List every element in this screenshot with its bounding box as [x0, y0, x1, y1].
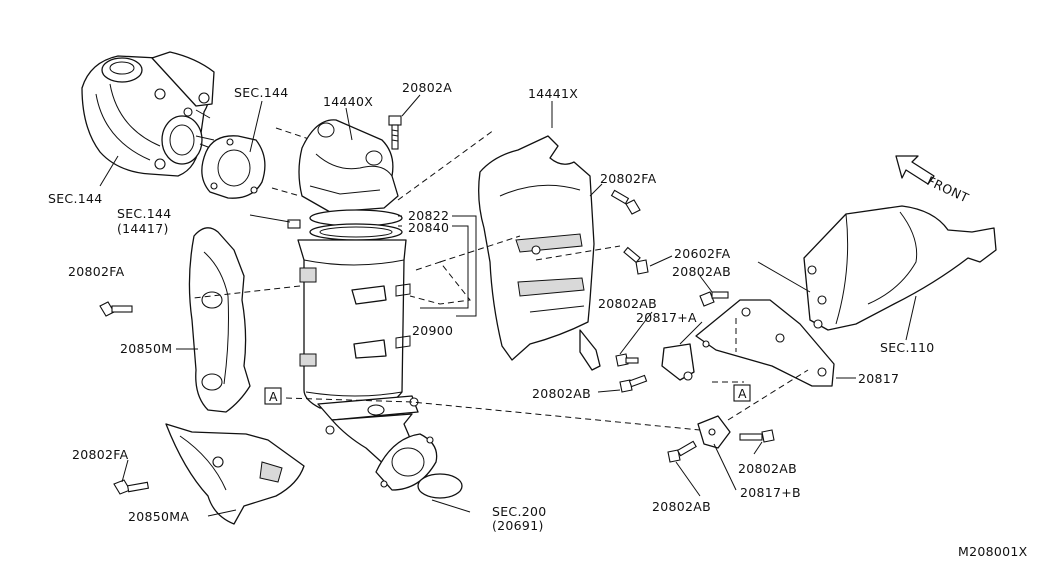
label-20850ma: 20850MA: [128, 509, 189, 524]
label-20602fa: 20602FA: [674, 246, 731, 261]
bracket-20817-a: [661, 343, 695, 381]
bolt-20802ab-mid: [615, 353, 639, 367]
label-sec144-gasket: SEC.144: [234, 85, 289, 100]
label-20802ab-bl: 20802AB: [532, 386, 591, 401]
label-20802ab-r3: 20802AB: [652, 499, 711, 514]
label-sec110: SEC.110: [880, 340, 935, 355]
heat-shield-20850ma: [165, 423, 305, 525]
manifold-flange-14440x: [298, 119, 399, 213]
label-20802a: 20802A: [402, 80, 452, 95]
label-20822: 20822: [408, 208, 449, 223]
label-20850m: 20850M: [120, 341, 172, 356]
label-sec144-stud: SEC.144: [117, 206, 172, 221]
bolt-20802fa-bottom: [113, 479, 150, 495]
bolt-20802a: [388, 115, 402, 150]
turbo-outlet-gasket: [201, 135, 266, 199]
label-sec200: SEC.200: [492, 504, 547, 519]
turbocharger-part: [81, 51, 217, 177]
label-20817b: 20817+B: [740, 485, 801, 500]
label-20802ab-r2: 20802AB: [738, 461, 797, 476]
label-20802ab-r1: 20802AB: [672, 264, 731, 279]
bolt-20602fa: [623, 246, 649, 275]
front-direction-arrow: [895, 155, 935, 185]
bolt-20802ab-bl: [619, 374, 648, 393]
label-20900: 20900: [412, 323, 453, 338]
label-front: FRONT: [925, 173, 971, 205]
reference-box-a-left: A: [264, 387, 282, 405]
bracket-20817: [695, 299, 835, 387]
reference-letter-right: A: [738, 386, 747, 401]
bracket-20817-b: [697, 415, 731, 449]
reference-box-a-right: A: [733, 384, 751, 402]
label-20817: 20817: [858, 371, 899, 386]
label-14441x: 14441X: [528, 86, 578, 101]
outlet-flange: [375, 433, 438, 491]
reference-letter-left: A: [269, 389, 278, 404]
label-20802fa-bottom: 20802FA: [72, 447, 129, 462]
bolt-20802ab-r3: [667, 440, 697, 463]
bolt-20802ab-r1: [699, 291, 729, 307]
stud-sec144-14417: [287, 219, 301, 229]
engine-block-sec110: [757, 205, 997, 331]
label-20817a: 20817+A: [636, 310, 697, 325]
diagram-id: M208001X: [958, 544, 1028, 559]
label-20840: 20840: [408, 220, 449, 235]
label-20802fa-top: 20802FA: [600, 171, 657, 186]
gasket-20691: [417, 473, 463, 499]
heat-shield-14441x: [478, 135, 601, 371]
bolt-20802fa-top: [610, 189, 641, 215]
label-20802ab-mid: 20802AB: [598, 296, 657, 311]
gasket-rings-20822-20840: [309, 209, 403, 241]
label-sec144-turbo: SEC.144: [48, 191, 103, 206]
label-sec144-stud-sub: (14417): [117, 221, 169, 236]
label-20802fa-left: 20802FA: [68, 264, 125, 279]
bolt-20802fa-left: [99, 301, 133, 317]
heat-shield-20850m: [188, 227, 251, 413]
catalytic-converter-20900: [297, 239, 419, 469]
label-sec200-sub: (20691): [492, 518, 544, 533]
bolt-20802ab-r2: [739, 429, 775, 443]
label-14440x: 14440X: [323, 94, 373, 109]
